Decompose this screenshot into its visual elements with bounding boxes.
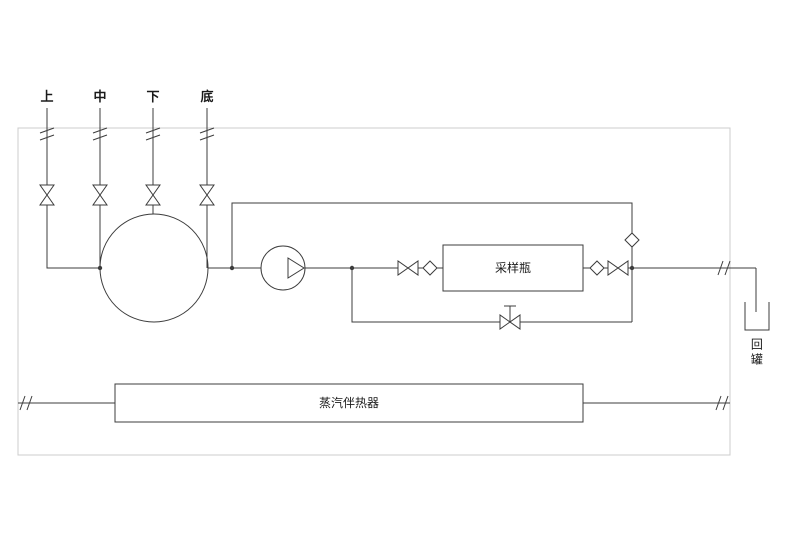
nozzle-label-top: 上 [40, 90, 54, 105]
junction-dots [97, 265, 635, 271]
pump-symbol [260, 245, 306, 291]
bypass-valve-stem-icon [504, 305, 516, 322]
pipe-break-icon [145, 127, 161, 141]
pipe-break-icon [39, 127, 55, 141]
inlet-valve-icon [397, 260, 419, 276]
top-bypass-loop [231, 202, 640, 268]
junction-dot [97, 265, 103, 271]
pipe [351, 268, 500, 323]
junction-dot [349, 265, 355, 271]
return-tank-label: 回罐 [749, 338, 764, 368]
pipe-break-icon [717, 260, 731, 276]
steam-tracer-line [18, 383, 730, 423]
sample-line-top [39, 108, 100, 269]
nozzle-label-middle: 中 [93, 90, 107, 105]
nozzle-label-lower: 下 [146, 90, 160, 105]
valve-icon [92, 184, 108, 206]
valve-icon [145, 184, 161, 206]
outlet-valve-icon [607, 260, 629, 276]
outlet-flow-diamond-icon [589, 260, 605, 276]
system-boundary [17, 127, 731, 456]
bottom-bypass-loop [351, 268, 633, 330]
return-tank-symbol [744, 268, 770, 331]
sample-line-lower [145, 108, 161, 214]
inlet-flow-diamond-icon [422, 260, 438, 276]
pipe-break-icon [199, 127, 215, 141]
pipe [231, 202, 633, 268]
junction-dot [229, 265, 235, 271]
bypass-valve-icon [499, 314, 521, 330]
pipe-break-icon [715, 395, 729, 411]
pump-triangle-icon [287, 257, 305, 279]
nozzle-label-bottom: 底 [200, 90, 214, 105]
sample-line-middle [92, 108, 108, 268]
valve-icon [199, 184, 215, 206]
pipe-break-icon [92, 127, 108, 141]
valve-icon [39, 184, 55, 206]
steam-heater-label: 蒸汽伴热器 [318, 396, 379, 410]
pipe [520, 268, 633, 323]
riser-flow-diamond-icon [624, 232, 640, 248]
pipe [46, 108, 100, 269]
pump-circle [260, 245, 306, 291]
open-tank-icon [744, 302, 770, 331]
sample-bottle-label: 采样瓶 [494, 261, 531, 275]
vessel-circle [99, 213, 209, 323]
pipe-break-icon [19, 395, 33, 411]
junction-dot [629, 265, 635, 271]
